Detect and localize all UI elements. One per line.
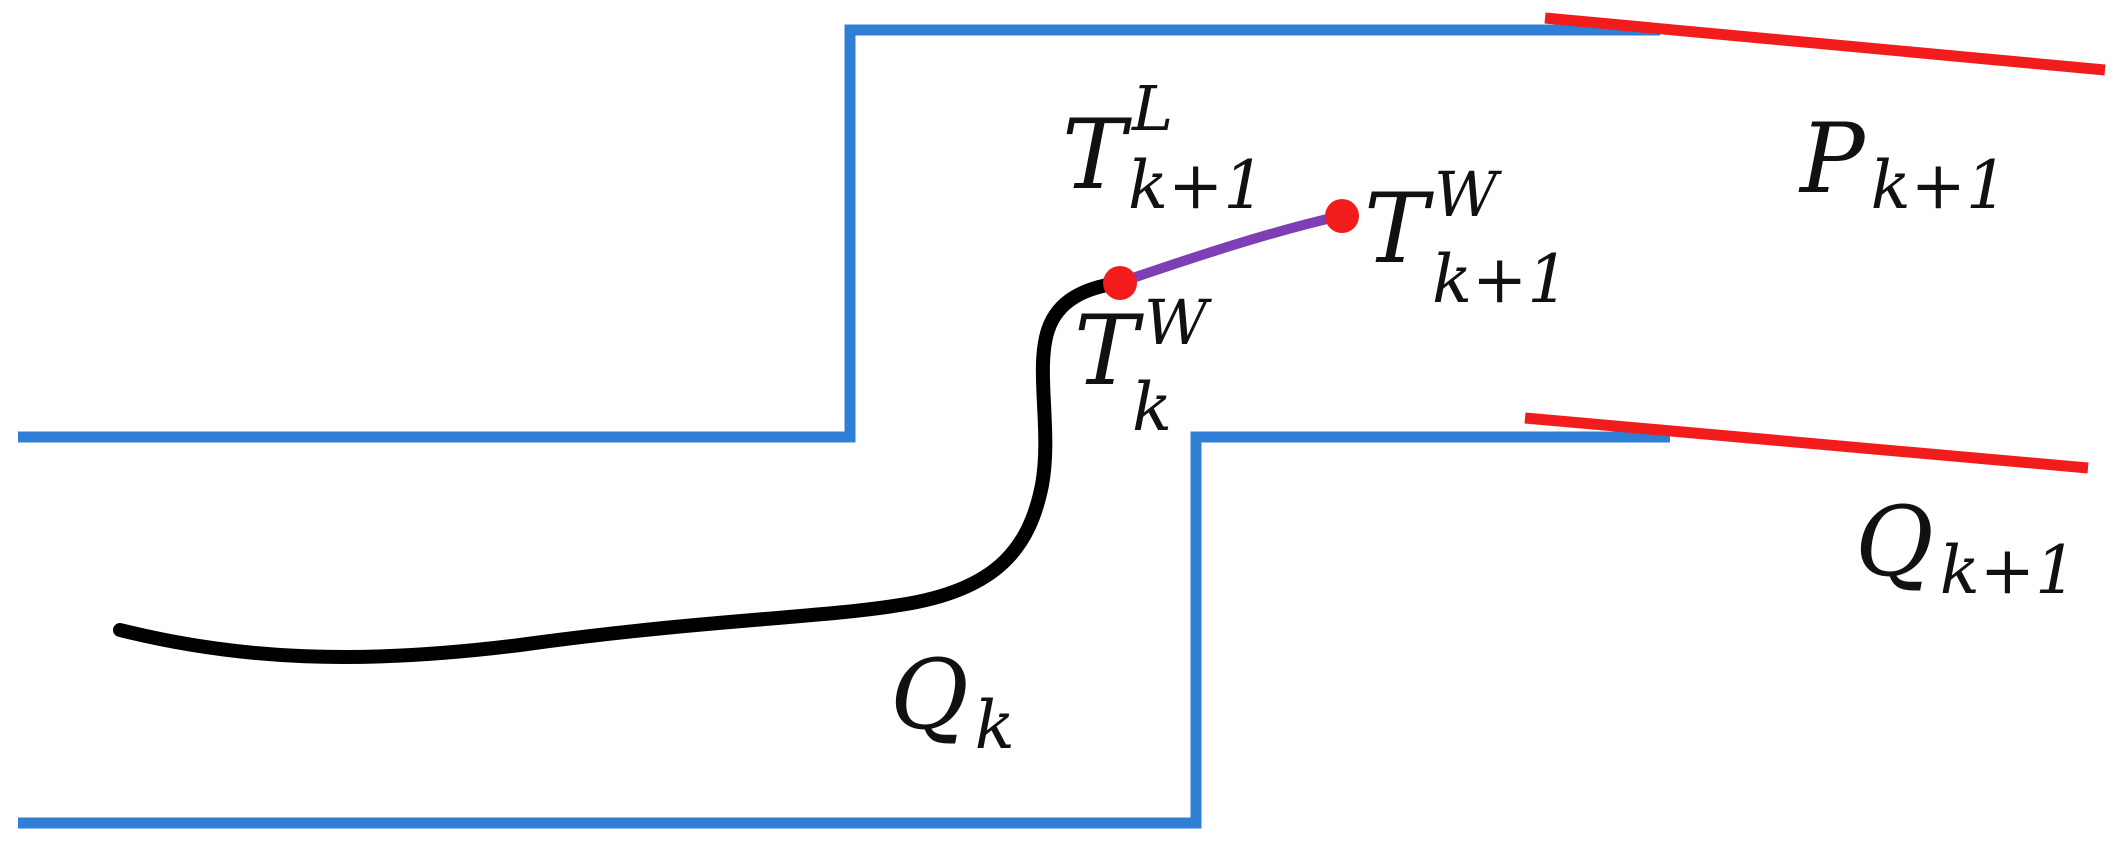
upper-wall <box>18 24 1660 443</box>
lower-wall <box>18 431 1670 829</box>
label-t-w-k: TW <box>1074 286 1212 407</box>
boundary-q-next <box>1524 412 2089 474</box>
planned-segment <box>1113 211 1345 288</box>
label-q-k: Qk <box>890 639 1015 764</box>
label-t-w-next: TW <box>1364 158 1502 285</box>
waypoint-t-w-k <box>1103 266 1137 300</box>
waypoint-t-w-next <box>1325 199 1359 233</box>
label-t-l-next: TL <box>1062 72 1173 211</box>
label-t-w-next-sub: k+1 <box>1432 241 1569 318</box>
label-p-next: Pk+1 <box>1798 103 2008 224</box>
path-q-k <box>113 276 1125 664</box>
boundary-p-next <box>1544 12 2106 76</box>
label-t-l-next-sub: k+1 <box>1128 147 1265 224</box>
label-q-next: Qk+1 <box>1855 486 2077 609</box>
label-t-w-k-sub: k <box>1132 369 1172 446</box>
